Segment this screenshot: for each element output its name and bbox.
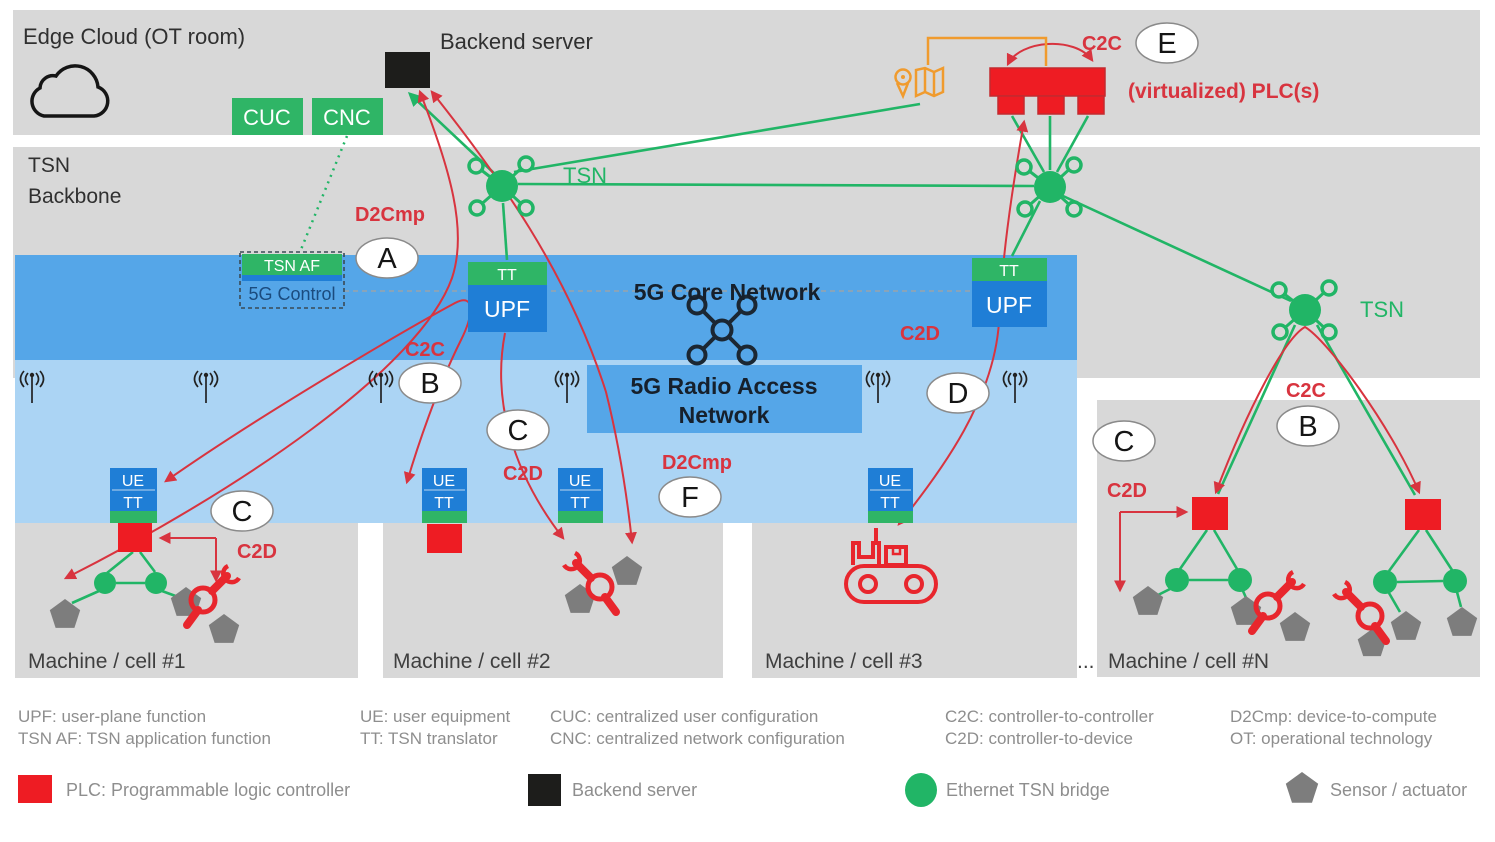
- cells-ellipsis: ...: [1077, 650, 1095, 673]
- tsn-af-label: TSN AF: [264, 258, 320, 275]
- 5g-core-network-label: 5G Core Network: [634, 279, 821, 305]
- ue-tt-node-cell2a: UE TT: [422, 468, 467, 523]
- legend-bridge-label: Ethernet TSN bridge: [946, 780, 1110, 800]
- edge-cloud-label: Edge Cloud (OT room): [23, 24, 245, 49]
- d2cmp-label-top: D2Cmp: [355, 204, 425, 226]
- legend-c2c: C2C: controller-to-controller: [945, 707, 1154, 726]
- plc-node-cell2: [427, 524, 462, 553]
- machine-cell-2-label: Machine / cell #2: [393, 650, 551, 673]
- c2c-flow-celln: [1213, 325, 1421, 495]
- plc-node-celln-1: [1192, 497, 1228, 530]
- c2d-label-right: C2D: [1107, 480, 1147, 502]
- tsn-link-bridge2-bridge3: [1062, 194, 1292, 303]
- tt-label: TT: [434, 495, 454, 512]
- tt-label: TT: [999, 263, 1019, 280]
- legend-tsnaf: TSN AF: TSN application function: [18, 729, 271, 748]
- c2d-label-mid: C2D: [900, 323, 940, 345]
- tsn-link-bridge3-plcn2: [1315, 324, 1417, 496]
- tsn-af-5g-control-node: TSN AF 5G Control: [239, 251, 345, 309]
- ue-tt-node-cell2b: UE TT: [558, 468, 603, 523]
- tt-label: TT: [880, 495, 900, 512]
- c2c-label-top-right: C2C: [1082, 33, 1122, 55]
- machine-cell-n-label: Machine / cell #N: [1108, 650, 1269, 673]
- machine-cell-1-label: Machine / cell #1: [28, 650, 186, 673]
- cloud-icon: [30, 64, 110, 118]
- c2c-label-left: C2C: [405, 339, 445, 361]
- 5g-ran-label-2: Network: [679, 402, 770, 428]
- legend-tt: TT: TSN translator: [360, 729, 498, 748]
- ue-tt-node-cell3: UE TT: [868, 468, 913, 523]
- 5g-control-label: 5G Control: [248, 284, 335, 304]
- conveyor-icon: [844, 528, 938, 604]
- d2cmp-label-cell2: D2Cmp: [662, 452, 732, 474]
- backend-server-node: [385, 52, 430, 88]
- tt-label: TT: [570, 495, 590, 512]
- machine-cell-3-label: Machine / cell #3: [765, 650, 923, 673]
- legend-c2d: C2D: controller-to-device: [945, 729, 1133, 748]
- tt-label: TT: [497, 267, 517, 284]
- legend: UPF: user-plane function TSN AF: TSN app…: [18, 707, 1467, 807]
- legend-plc-swatch: [18, 775, 52, 803]
- tt-upf-node-1: TT UPF: [468, 262, 547, 332]
- c2c-label-right: C2C: [1286, 380, 1326, 402]
- legend-cuc: CUC: centralized user configuration: [550, 707, 818, 726]
- ue-label: UE: [569, 473, 591, 490]
- cuc-node: [232, 98, 303, 135]
- upf-label: UPF: [986, 292, 1032, 318]
- legend-plc-label: PLC: Programmable logic controller: [66, 780, 350, 800]
- positioning-link: [926, 36, 1048, 66]
- legend-upf: UPF: user-plane function: [18, 707, 206, 726]
- legend-sensor-swatch: [1285, 772, 1319, 803]
- marker-a: A: [377, 243, 397, 275]
- marker-b: B: [420, 368, 439, 400]
- legend-cnc: CNC: centralized network configuration: [550, 729, 845, 748]
- tsn-label-right: TSN: [1360, 297, 1404, 322]
- cell-tsn-bridge-dots: [94, 568, 1467, 594]
- c2d-label-cell1: C2D: [237, 541, 277, 563]
- tsn-backbone-label-1: TSN: [28, 154, 70, 177]
- ue-label: UE: [433, 473, 455, 490]
- marker-b: B: [1298, 411, 1317, 443]
- c2c-arc-vplc: [1006, 42, 1094, 67]
- ue-label: UE: [879, 473, 901, 490]
- ue-tt-node-cell1: UE TT: [110, 468, 157, 523]
- plc-node-cell1: [118, 523, 152, 552]
- step-markers: A B C C F D E B C: [210, 22, 1340, 532]
- 5g-ran-label-1: 5G Radio Access: [630, 373, 817, 399]
- ue-label: UE: [122, 473, 144, 490]
- legend-ue: UE: user equipment: [360, 707, 511, 726]
- 5g-core-network-icon: [686, 294, 758, 366]
- virtualized-plc-node: [989, 67, 1106, 115]
- legend-bridge-swatch: [905, 773, 937, 807]
- legend-backend-swatch: [528, 774, 561, 806]
- marker-e: E: [1157, 28, 1176, 60]
- marker-f: F: [681, 482, 699, 514]
- cnc-node: [312, 98, 383, 135]
- plc-node-celln-2: [1405, 499, 1441, 530]
- cuc-label: CUC: [243, 105, 291, 130]
- legend-sensor-label: Sensor / actuator: [1330, 780, 1467, 800]
- location-map-icon: [894, 66, 945, 100]
- legend-d2cmp: D2Cmp: device-to-compute: [1230, 707, 1437, 726]
- virtualized-plc-label: (virtualized) PLC(s): [1128, 80, 1319, 103]
- legend-ot: OT: operational technology: [1230, 729, 1433, 748]
- tsn-backbone-label-2: Backbone: [28, 185, 121, 208]
- c2d-label-cell2: C2D: [503, 463, 543, 485]
- d2cmp-flow-backend-cell2: [430, 90, 637, 545]
- tt-label: TT: [123, 495, 143, 512]
- marker-d: D: [948, 378, 969, 410]
- tsn-link-bridge2-vplc3: [1055, 115, 1090, 173]
- tsn-label-mid: TSN: [563, 163, 607, 188]
- tt-upf-node-2: TT UPF: [972, 258, 1047, 327]
- marker-c: C: [232, 496, 253, 528]
- marker-c: C: [508, 415, 529, 447]
- backend-server-label: Backend server: [440, 29, 593, 54]
- legend-backend-label: Backend server: [572, 780, 697, 800]
- cnc-label: CNC: [323, 105, 371, 130]
- upf-label: UPF: [484, 296, 530, 322]
- marker-c: C: [1114, 426, 1135, 458]
